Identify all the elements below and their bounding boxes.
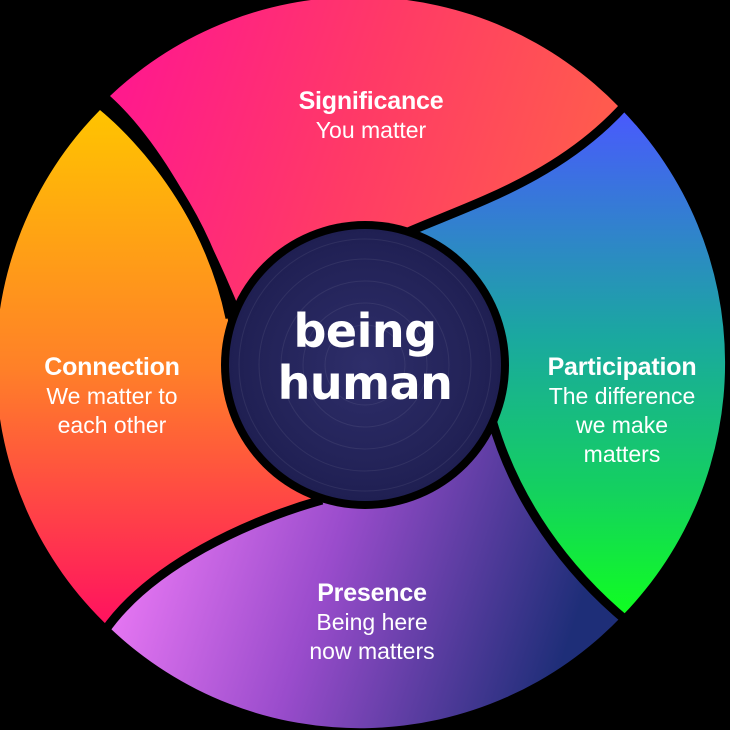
- presence-line-2: now matters: [309, 638, 435, 664]
- center-title: being human: [225, 305, 505, 409]
- participation-title: Participation: [547, 353, 697, 381]
- hub-circle: [229, 229, 501, 501]
- participation-line-3: matters: [583, 441, 661, 467]
- segment-significance: [110, 0, 620, 310]
- segment-participation: [405, 108, 726, 616]
- separator-top-right: [406, 101, 630, 237]
- connection-title: Connection: [44, 353, 180, 381]
- separator-bottom-left: [100, 495, 324, 635]
- segment-connection: [0, 110, 320, 628]
- label-connection: Connection We matter to each other: [12, 352, 212, 440]
- label-significance: Significance You matter: [256, 86, 486, 145]
- significance-title: Significance: [298, 87, 444, 115]
- connection-line-1: We matter to: [46, 383, 178, 409]
- separator-bottom-right: [487, 418, 631, 626]
- connection-line-2: each other: [57, 412, 167, 438]
- significance-line-1: You matter: [315, 117, 427, 143]
- separator-top-left: [97, 100, 235, 319]
- participation-line-2: we make: [575, 412, 669, 438]
- presence-title: Presence: [317, 579, 427, 607]
- presence-line-1: Being here: [316, 609, 428, 635]
- segment-presence: [110, 420, 622, 729]
- participation-line-1: The difference: [548, 383, 696, 409]
- center-title-line2: human: [277, 356, 453, 410]
- center-title-line1: being: [293, 304, 437, 358]
- label-presence: Presence Being here now matters: [262, 578, 482, 666]
- hub-texture: [238, 238, 492, 492]
- label-participation: Participation The difference we make mat…: [512, 352, 730, 469]
